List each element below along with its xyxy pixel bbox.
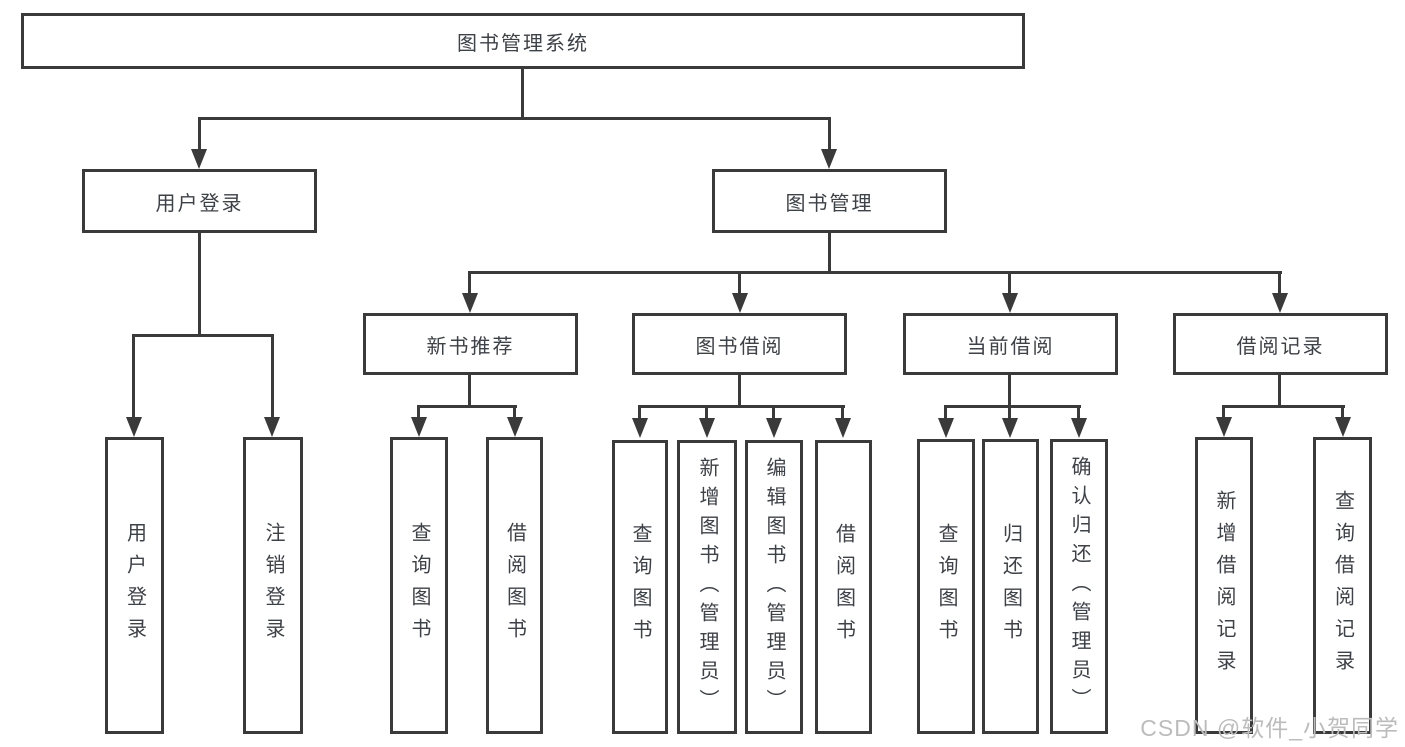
node-current-borrow-label: 当前借阅 [966, 335, 1055, 358]
arrowhead-icon [766, 418, 782, 438]
connector-line [132, 334, 274, 337]
leaf-borrow-books-label: 借阅图书 [832, 523, 855, 651]
arrowhead-icon [699, 418, 715, 438]
csdn-watermark: CSDN @软件_小贺同学 [1140, 715, 1399, 741]
arrowhead-icon [1216, 417, 1232, 437]
connector-line [521, 69, 524, 118]
connector-line [1341, 405, 1344, 421]
connector-line [198, 233, 201, 337]
arrowhead-icon [1002, 418, 1018, 438]
arrowhead-icon [1002, 293, 1018, 313]
connector-line [1278, 375, 1281, 408]
connector-line [1278, 271, 1281, 297]
leaf-user-login: 用户登录 [105, 437, 164, 734]
node-borrow-records: 借阅记录 [1173, 313, 1388, 375]
node-borrow-records-label: 借阅记录 [1236, 335, 1325, 358]
leaf-add-books-admin: 新增图书（管理员） [677, 440, 737, 734]
connector-line [198, 117, 831, 120]
arrowhead-icon [835, 418, 851, 438]
arrowhead-icon [191, 149, 207, 169]
leaf-edit-books-admin-label: 编辑图书（管理员） [763, 456, 785, 718]
arrowhead-icon [732, 293, 748, 313]
connector-line [828, 117, 831, 152]
leaf-query-borrow-record-label: 查询借阅记录 [1331, 489, 1354, 682]
node-new-book-recommend: 新书推荐 [363, 313, 578, 375]
node-root-label: 图书管理系统 [457, 32, 589, 55]
connector-line [738, 375, 741, 408]
connector-line [468, 271, 1282, 274]
connector-line [1008, 405, 1011, 421]
node-user-login: 用户登录 [82, 169, 317, 233]
connector-line [828, 233, 831, 274]
arrowhead-icon [1272, 293, 1288, 313]
arrowhead-icon [632, 418, 648, 438]
leaf-query-books-borrow: 查询图书 [612, 440, 668, 734]
leaf-query-books-borrow-label: 查询图书 [629, 523, 651, 651]
arrowhead-icon [264, 417, 280, 437]
arrowhead-icon [411, 417, 427, 437]
connector-line [738, 271, 741, 297]
leaf-query-books-current: 查询图书 [917, 439, 975, 734]
leaf-query-books-current-label: 查询图书 [935, 522, 957, 651]
arrowhead-icon [507, 417, 523, 437]
leaf-query-books-recommend-label: 查询图书 [408, 521, 430, 650]
arrowhead-icon [1335, 417, 1351, 437]
node-book-borrow-label: 图书借阅 [695, 335, 784, 358]
leaf-borrow-books-recommend: 借阅图书 [486, 437, 543, 734]
node-book-management: 图书管理 [712, 169, 947, 233]
arrowhead-icon [462, 293, 478, 313]
leaf-add-borrow-record-label: 新增借阅记录 [1213, 489, 1235, 682]
connector-line [772, 405, 775, 421]
connector-line [513, 405, 516, 421]
connector-line [417, 405, 517, 408]
leaf-return-books-label: 归还图书 [999, 522, 1022, 651]
connector-line [132, 334, 135, 422]
connector-line [1008, 375, 1011, 408]
leaf-query-books-recommend: 查询图书 [390, 437, 448, 734]
leaf-add-borrow-record: 新增借阅记录 [1195, 437, 1253, 734]
arrowhead-icon [938, 418, 954, 438]
connector-line [705, 405, 708, 421]
connector-line [944, 405, 947, 421]
connector-line [1077, 405, 1080, 421]
connector-line [417, 405, 420, 421]
leaf-logout-label: 注销登录 [262, 521, 284, 650]
connector-line [944, 405, 1081, 408]
node-book-borrow: 图书借阅 [632, 313, 847, 375]
connector-line [638, 405, 641, 421]
leaf-borrow-books-recommend-label: 借阅图书 [503, 521, 526, 650]
leaf-add-books-admin-label: 新增图书（管理员） [696, 456, 718, 718]
arrowhead-icon [821, 149, 837, 169]
leaf-logout: 注销登录 [243, 437, 303, 734]
node-root: 图书管理系统 [21, 13, 1025, 69]
leaf-query-borrow-record: 查询借阅记录 [1313, 437, 1372, 734]
leaf-confirm-return-admin: 确认归还（管理员） [1050, 439, 1108, 734]
leaf-user-login-label: 用户登录 [123, 521, 146, 650]
connector-line [468, 375, 471, 408]
connector-line [1008, 271, 1011, 297]
node-new-book-recommend-label: 新书推荐 [426, 335, 515, 358]
connector-line [1222, 405, 1225, 421]
leaf-return-books: 归还图书 [982, 439, 1039, 734]
connector-line [1222, 405, 1345, 408]
connector-line [271, 334, 274, 422]
connector-line [841, 405, 844, 421]
arrowhead-icon [126, 417, 142, 437]
leaf-edit-books-admin: 编辑图书（管理员） [745, 440, 803, 734]
connector-line [638, 405, 845, 408]
node-current-borrow: 当前借阅 [903, 313, 1118, 375]
connector-line [468, 271, 471, 297]
leaf-confirm-return-admin-label: 确认归还（管理员） [1068, 456, 1090, 717]
connector-line [198, 117, 201, 152]
node-user-login-label: 用户登录 [155, 192, 244, 215]
arrowhead-icon [1071, 418, 1087, 438]
leaf-borrow-books: 借阅图书 [815, 440, 872, 734]
node-book-management-label: 图书管理 [785, 192, 874, 215]
